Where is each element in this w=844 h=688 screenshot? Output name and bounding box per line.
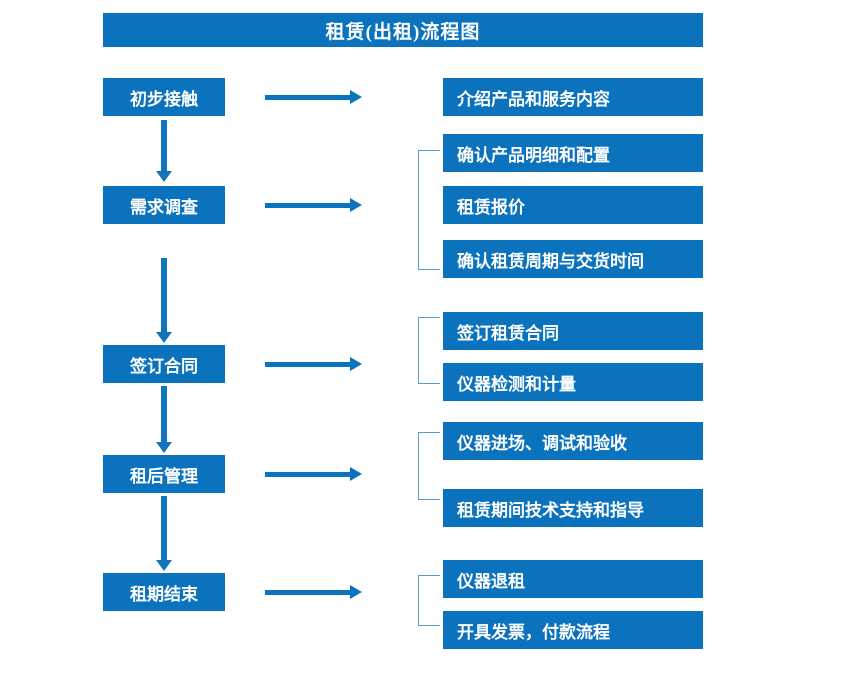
flow-arrow-down-icon-2: [156, 258, 172, 343]
detail-box-6[interactable]: 仪器检测和计量: [443, 363, 703, 401]
stage-box-2[interactable]: 需求调查: [103, 186, 225, 224]
group-bracket-end: [418, 575, 440, 626]
detail-label: 仪器检测和计量: [457, 374, 576, 394]
detail-box-2[interactable]: 确认产品明细和配置: [443, 134, 703, 172]
detail-label: 租赁报价: [457, 197, 525, 217]
detail-label: 开具发票，付款流程: [457, 622, 610, 642]
flow-arrow-right-icon-2: [265, 198, 362, 212]
detail-label: 仪器进场、调试和验收: [457, 433, 627, 453]
detail-box-4[interactable]: 确认租赁周期与交货时间: [443, 240, 703, 278]
group-bracket-contract: [418, 317, 440, 384]
stage-box-4[interactable]: 租后管理: [103, 455, 225, 493]
detail-label: 确认租赁周期与交货时间: [457, 251, 644, 271]
flow-arrow-down-icon-3: [156, 386, 172, 453]
stage-label: 签订合同: [130, 356, 198, 376]
flow-arrow-down-icon-4: [156, 496, 172, 571]
stage-label: 租后管理: [130, 466, 198, 486]
group-bracket-management: [418, 432, 440, 500]
flow-arrow-right-icon-4: [265, 467, 362, 481]
flow-arrow-right-icon-3: [265, 357, 362, 371]
flow-arrow-right-icon-5: [265, 585, 362, 599]
stage-box-1[interactable]: 初步接触: [103, 78, 225, 116]
flow-arrow-down-icon-1: [156, 120, 172, 182]
detail-box-10[interactable]: 开具发票，付款流程: [443, 611, 703, 649]
detail-box-7[interactable]: 仪器进场、调试和验收: [443, 422, 703, 460]
detail-box-3[interactable]: 租赁报价: [443, 186, 703, 224]
detail-label: 确认产品明细和配置: [457, 145, 610, 165]
group-bracket-demand: [418, 150, 440, 270]
stage-label: 需求调查: [130, 197, 198, 217]
detail-box-9[interactable]: 仪器退租: [443, 560, 703, 598]
detail-label: 租赁期间技术支持和指导: [457, 500, 644, 520]
flow-arrow-right-icon-1: [265, 90, 362, 104]
stage-label: 初步接触: [130, 89, 198, 109]
detail-box-8[interactable]: 租赁期间技术支持和指导: [443, 489, 703, 527]
detail-box-5[interactable]: 签订租赁合同: [443, 312, 703, 350]
detail-label: 仪器退租: [457, 571, 525, 591]
detail-label: 介绍产品和服务内容: [457, 89, 610, 109]
diagram-title: 租赁(出租)流程图: [103, 13, 703, 47]
stage-label: 租期结束: [130, 584, 198, 604]
stage-box-3[interactable]: 签订合同: [103, 345, 225, 383]
detail-label: 签订租赁合同: [457, 323, 559, 343]
stage-box-5[interactable]: 租期结束: [103, 573, 225, 611]
detail-box-1[interactable]: 介绍产品和服务内容: [443, 78, 703, 116]
